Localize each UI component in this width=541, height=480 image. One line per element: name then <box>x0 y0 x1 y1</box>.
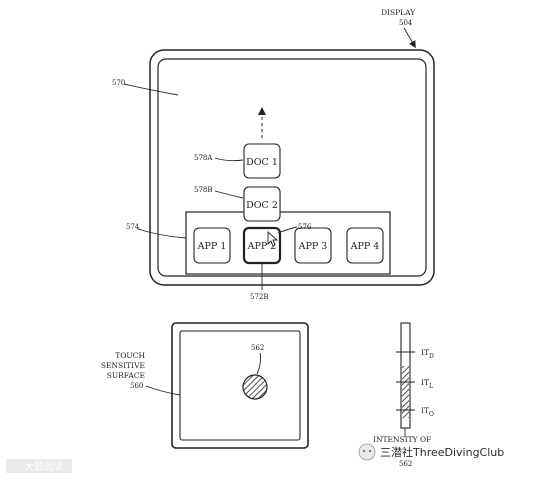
cursor-icon <box>267 230 279 247</box>
doc-2-ref: 578B <box>194 186 213 194</box>
display-ref-arrow <box>403 27 416 49</box>
doc-2-icon-overlay <box>243 186 281 222</box>
threshold-d-label: ITD <box>421 348 434 360</box>
doc-2-ref-leader <box>214 190 244 199</box>
display-title: DISPLAY <box>381 8 416 17</box>
doc-1-ref-leader <box>214 157 244 162</box>
screen-ref: 570 <box>112 79 125 87</box>
contact-ref-leader <box>256 352 262 375</box>
app-4-label: APP 4 <box>350 241 380 252</box>
doc-1-ref: 578A <box>194 154 213 162</box>
watermark-left: 大鼓阅读 <box>6 459 72 473</box>
touch-ref-leader <box>145 385 181 396</box>
app-4-icon[interactable]: APP 4 <box>346 227 384 264</box>
intensity-title: INTENSITY OF <box>373 435 431 444</box>
intensity-level-fill <box>402 366 409 418</box>
watermark-right: 三潜社ThreeDivingClub <box>358 443 504 461</box>
threshold-o-label: ITO <box>421 406 434 418</box>
touch-label-line2: SENSITIVE <box>101 361 145 370</box>
doc-1-label: DOC 1 <box>246 157 278 168</box>
dock-ref-leader <box>137 228 187 239</box>
selected-app-ref: 572B <box>250 293 269 301</box>
intensity-ref: 562 <box>399 460 412 468</box>
cursor-ref-leader <box>277 226 298 234</box>
app-3-icon[interactable]: APP 3 <box>294 227 332 264</box>
cursor-ref: 576 <box>298 223 312 231</box>
app-3-label: APP 3 <box>298 241 328 252</box>
screen-ref-leader <box>123 83 179 96</box>
drag-arrow-icon <box>258 107 266 115</box>
doc-1-icon[interactable]: DOC 1 <box>243 143 281 179</box>
watermark-left-text: 大鼓阅读 <box>24 460 64 473</box>
watermark-right-text: 三潜社ThreeDivingClub <box>380 445 504 459</box>
app-1-label: APP 1 <box>197 241 227 252</box>
touch-surface-pad[interactable] <box>179 330 301 441</box>
contact-ref: 562 <box>251 344 264 352</box>
app-1-icon[interactable]: APP 1 <box>193 227 231 264</box>
touch-label-line1: TOUCH <box>115 351 145 360</box>
touch-ref: 560 <box>130 382 143 390</box>
dock-ref: 574 <box>126 223 140 231</box>
doc-2-label-overlay: DOC 2 <box>246 200 278 211</box>
wechat-icon <box>358 443 376 461</box>
threshold-l-label: ITL <box>421 378 433 390</box>
touch-label-line3: SURFACE <box>107 371 145 380</box>
touch-contact-point <box>242 374 268 400</box>
app-2-label: APP 2 <box>247 241 277 252</box>
display-ref: 504 <box>399 19 413 27</box>
